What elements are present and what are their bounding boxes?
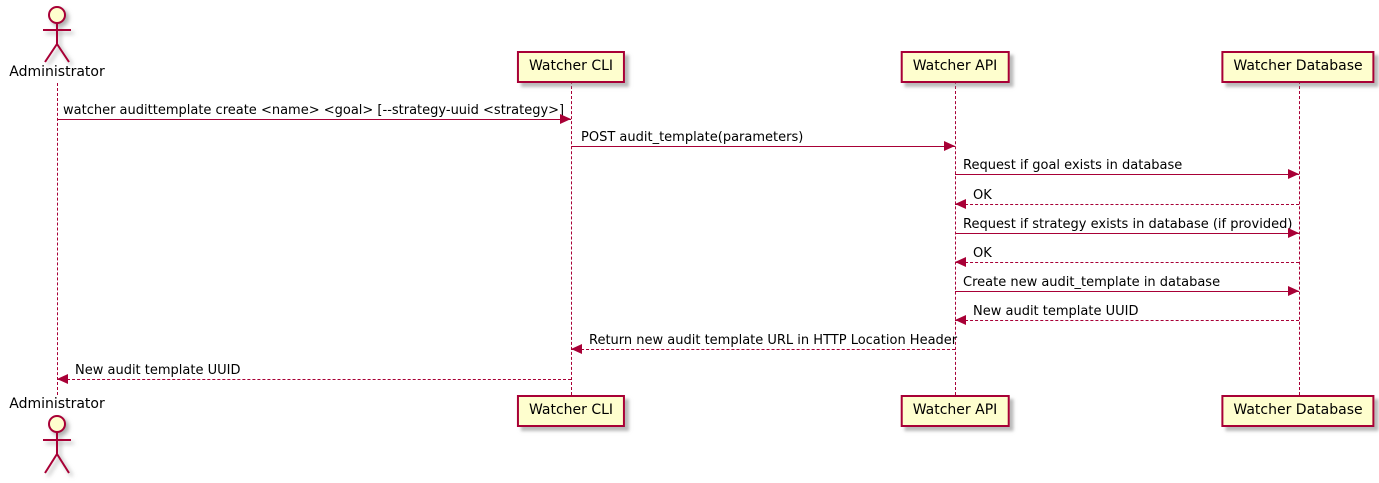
arrowhead-icon — [1288, 228, 1299, 238]
message-label: New audit template UUID — [973, 304, 1139, 319]
message-line — [955, 174, 1299, 175]
message-label: Request if goal exists in database — [963, 158, 1183, 173]
message-line — [955, 204, 1299, 205]
message-line — [571, 349, 955, 350]
arrowhead-icon — [955, 199, 966, 209]
arrowhead-icon — [1288, 169, 1299, 179]
arrowhead-icon — [57, 374, 68, 384]
message-label: POST audit_template(parameters) — [581, 130, 804, 145]
message-line — [955, 291, 1299, 292]
message-label: Create new audit_template in database — [963, 275, 1221, 290]
message-label: New audit template UUID — [75, 363, 241, 378]
participant-watcher-database-top: Watcher Database — [1221, 51, 1375, 83]
arrowhead-icon — [1288, 286, 1299, 296]
message-line — [57, 379, 571, 380]
message-line — [571, 146, 955, 147]
message-line — [57, 119, 571, 120]
participant-watcher-cli-bottom: Watcher CLI — [516, 395, 626, 427]
message-label: Return new audit template URL in HTTP Lo… — [589, 333, 958, 348]
message-label: OK — [973, 188, 992, 203]
participant-watcher-database-bottom: Watcher Database — [1221, 395, 1375, 427]
message-label: Request if strategy exists in database (… — [963, 217, 1293, 232]
participant-watcher-api-top: Watcher API — [900, 51, 1010, 83]
actor-icon — [43, 415, 71, 474]
lifeline-watcher-api — [955, 81, 956, 395]
message-label: watcher audittemplate create <name> <goa… — [63, 103, 565, 118]
message-label: OK — [973, 246, 992, 261]
participant-watcher-cli-top: Watcher CLI — [516, 51, 626, 83]
actor-name-top: Administrator — [9, 64, 105, 80]
arrowhead-icon — [955, 315, 966, 325]
participant-watcher-api-bottom: Watcher API — [900, 395, 1010, 427]
arrowhead-icon — [955, 257, 966, 267]
lifeline-watcher-database — [1299, 81, 1300, 395]
arrowhead-icon — [571, 344, 582, 354]
arrowhead-icon — [944, 141, 955, 151]
actor-name-bottom: Administrator — [9, 396, 105, 412]
message-line — [955, 320, 1299, 321]
actor-icon — [43, 6, 71, 63]
lifeline-administrator — [57, 83, 58, 395]
message-line — [955, 233, 1299, 234]
arrowhead-icon — [560, 114, 571, 124]
lifeline-watcher-cli — [571, 81, 572, 395]
message-line — [955, 262, 1299, 263]
